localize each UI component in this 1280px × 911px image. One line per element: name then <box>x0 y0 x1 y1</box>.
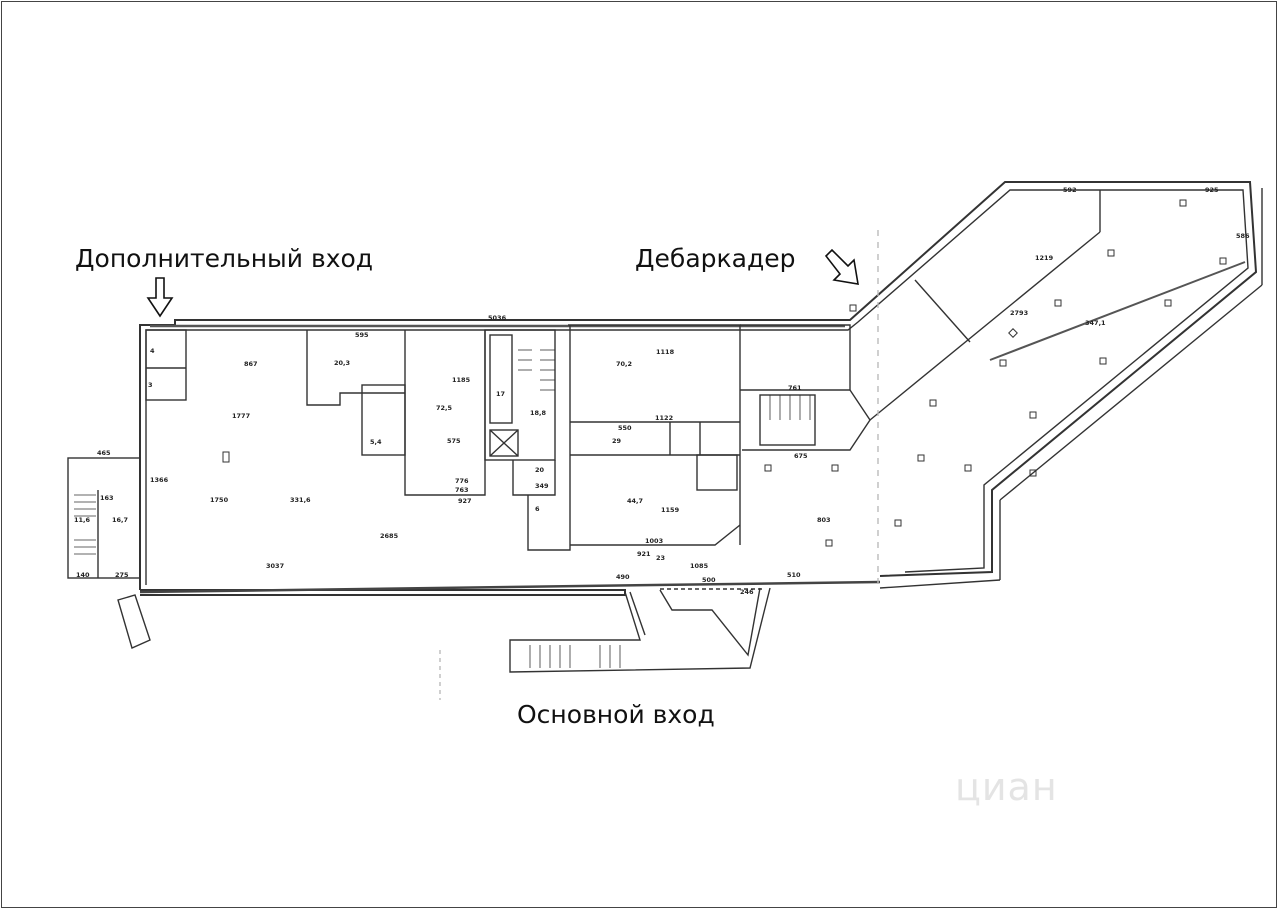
room-area-label: 70,2 <box>616 360 632 368</box>
columns <box>222 199 1227 547</box>
dim-label: 761 <box>788 384 802 392</box>
dim-label: 586 <box>1236 232 1250 240</box>
room-number: 17 <box>496 390 505 398</box>
room-area-label: 347,1 <box>1085 319 1106 327</box>
dim-label: 1750 <box>210 496 229 504</box>
dim-label: 490 <box>616 573 630 581</box>
room-number: 6 <box>535 505 540 513</box>
loading-dock-label: Дебаркадер <box>635 244 796 273</box>
dim-label: 927 <box>458 497 472 505</box>
arrow-down-icon <box>146 277 174 318</box>
dim-label: 275 <box>115 571 129 579</box>
room-area-label: 18,8 <box>530 409 547 417</box>
dim-label: 1122 <box>655 414 673 422</box>
room-number: 3 <box>148 381 153 389</box>
dim-label: 140 <box>76 571 90 579</box>
dim-label: 163 <box>100 494 114 502</box>
dim-label: 575 <box>447 437 461 445</box>
dim-label: 1777 <box>232 412 250 420</box>
dim-label: 3037 <box>266 562 284 570</box>
dim-label: 510 <box>787 571 801 579</box>
room-area-label: 44,7 <box>627 497 643 505</box>
room-area-label: 331,6 <box>290 496 311 504</box>
room-area-label: 16,7 <box>112 516 128 524</box>
dim-label: 246 <box>740 588 754 596</box>
dim-label: 349 <box>535 482 549 490</box>
room-number: 23 <box>656 554 665 562</box>
dim-label: 1159 <box>661 506 680 514</box>
room-number: 20 <box>535 466 545 474</box>
dim-label: 500 <box>702 576 716 584</box>
dim-label: 592 <box>1063 186 1077 194</box>
dim-label: 5036 <box>488 314 507 322</box>
main-entrance-label: Основной вход <box>517 700 715 729</box>
dim-label: 675 <box>794 452 808 460</box>
room-area-label: 11,6 <box>74 516 91 524</box>
dim-label: 550 <box>618 424 632 432</box>
room-number: 4 <box>150 347 155 355</box>
dim-label: 763 <box>455 486 469 494</box>
room-area-label: 72,5 <box>436 404 453 412</box>
dim-label: 803 <box>817 516 831 524</box>
dim-label: 2685 <box>380 532 399 540</box>
dim-label: 2793 <box>1010 309 1028 317</box>
room-area-label: 5,4 <box>370 438 382 446</box>
dim-label: 776 <box>455 477 469 485</box>
interior-walls <box>67 190 1101 700</box>
dim-label: 925 <box>1205 186 1219 194</box>
dim-label: 1219 <box>1035 254 1054 262</box>
dim-label: 1185 <box>452 376 471 384</box>
dim-label: 595 <box>355 331 369 339</box>
dim-label: 867 <box>244 360 258 368</box>
dim-label: 1118 <box>656 348 675 356</box>
dim-label: 1003 <box>645 537 663 545</box>
extra-entrance-label: Дополнительный вход <box>75 244 374 273</box>
room-area-label: 20,3 <box>334 359 350 367</box>
dimension-labels: 5036 331,6 1750 1777 867 2685 3037 1366 … <box>74 186 1250 596</box>
arrow-diagonal-icon <box>824 248 859 285</box>
watermark: циан <box>955 765 1058 809</box>
dim-label: 465 <box>97 449 111 457</box>
dim-label: 1085 <box>690 562 709 570</box>
dim-label: 921 <box>637 550 651 558</box>
dim-label: 1366 <box>150 476 169 484</box>
room-number: 29 <box>612 437 622 445</box>
